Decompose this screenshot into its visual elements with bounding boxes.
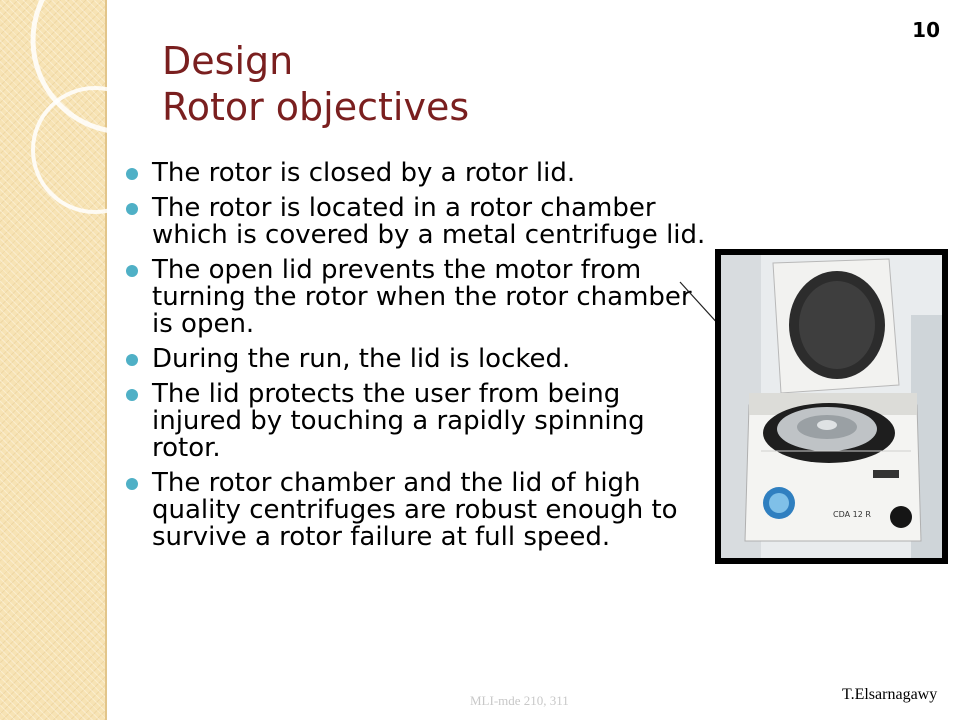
- bullet-item: The open lid prevents the motor from tur…: [122, 257, 707, 338]
- bullet-list: The rotor is closed by a rotor lid. The …: [122, 160, 707, 559]
- bullet-item: The rotor is located in a rotor chamber …: [122, 195, 707, 249]
- bullet-item: During the run, the lid is locked.: [122, 346, 707, 373]
- bullet-icon: [126, 168, 138, 180]
- bullet-text: The rotor chamber and the lid of high qu…: [152, 468, 678, 552]
- title-line-2: Rotor objectives: [162, 85, 470, 129]
- bullet-item: The rotor is closed by a rotor lid.: [122, 160, 707, 187]
- slide-title: Design Rotor objectives: [162, 38, 469, 130]
- bullet-icon: [126, 478, 138, 490]
- bullet-icon: [126, 354, 138, 366]
- bullet-text: The open lid prevents the motor from tur…: [152, 255, 692, 339]
- bullet-icon: [126, 389, 138, 401]
- title-line-1: Design: [162, 39, 294, 83]
- bullet-text: The rotor is located in a rotor chamber …: [152, 193, 706, 250]
- bullet-text: During the run, the lid is locked.: [152, 344, 571, 374]
- decorative-rings: [30, 0, 200, 214]
- bullet-icon: [126, 203, 138, 215]
- centrifuge-photo: CDA 12 R: [715, 249, 948, 564]
- decorative-side-strip: [0, 0, 105, 720]
- footer-course: MLI-mde 210, 311: [470, 693, 569, 708]
- bullet-icon: [126, 265, 138, 277]
- model-label: CDA 12 R: [833, 510, 871, 519]
- slide-number: 10: [912, 18, 940, 42]
- centrifuge-illustration: CDA 12 R: [721, 255, 942, 558]
- bullet-item: The rotor chamber and the lid of high qu…: [122, 470, 707, 551]
- strip-border: [105, 0, 107, 720]
- footer-author: T.Elsarnagawy: [842, 686, 938, 703]
- bullet-item: The lid protects the user from being inj…: [122, 381, 707, 462]
- bullet-text: The rotor is closed by a rotor lid.: [152, 158, 576, 188]
- bullet-text: The lid protects the user from being inj…: [152, 379, 645, 463]
